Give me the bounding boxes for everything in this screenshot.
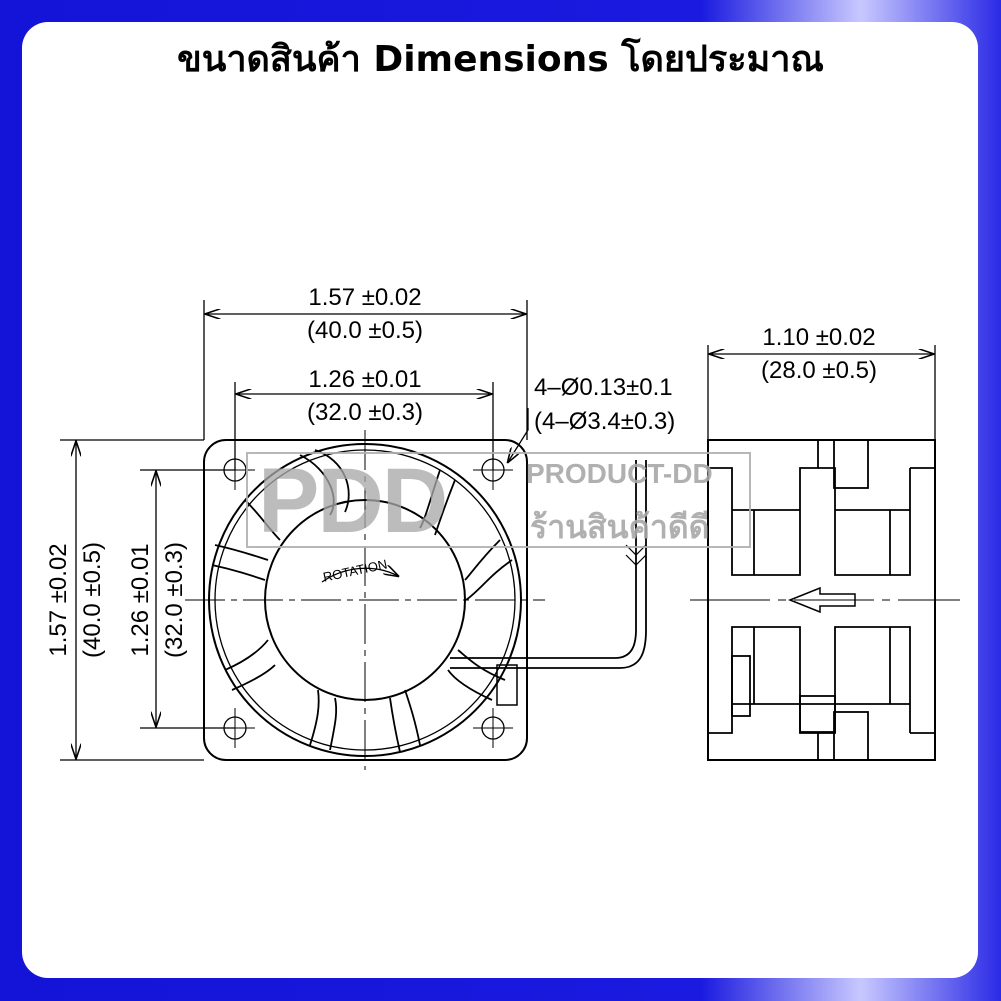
width-holes-inch: 1.26 ±0.01 — [308, 366, 421, 393]
watermark: PDD PRODUCT-DD ร้านสินค้าดีดี — [246, 450, 751, 552]
rotation-arrow — [321, 568, 398, 583]
fan-frame-side — [707, 439, 936, 761]
depth-mm: (28.0 ±0.5) — [761, 357, 877, 384]
fan-blades — [211, 449, 513, 753]
lead-wire — [450, 460, 637, 659]
width-outer-mm: (40.0 ±0.5) — [307, 317, 423, 344]
airflow-arrow — [787, 586, 856, 614]
width-outer-inch: 1.57 ±0.02 — [308, 284, 421, 311]
page-title: ขนาดสินค้า Dimensions โดยประมาณ — [177, 39, 824, 80]
content-panel — [22, 22, 978, 978]
width-holes-mm: (32.0 ±0.3) — [307, 399, 423, 426]
height-outer-inch: 1.57 ±0.02 — [45, 543, 72, 656]
holes-inch: 4–Ø0.13±0.1 — [534, 374, 673, 401]
holes-mm: (4–Ø3.4±0.3) — [534, 408, 675, 435]
height-holes-mm: (32.0 ±0.3) — [161, 542, 188, 658]
rotation-label: ROTATION — [322, 556, 389, 584]
watermark-logo: PDD — [258, 450, 446, 552]
watermark-line1: PRODUCT-DD — [526, 458, 713, 489]
height-holes-inch: 1.26 ±0.01 — [127, 543, 154, 656]
height-outer-mm: (40.0 ±0.5) — [79, 542, 106, 658]
watermark-line2: ร้านสินค้าดีดี — [530, 509, 709, 545]
depth-inch: 1.10 ±0.02 — [762, 324, 875, 351]
